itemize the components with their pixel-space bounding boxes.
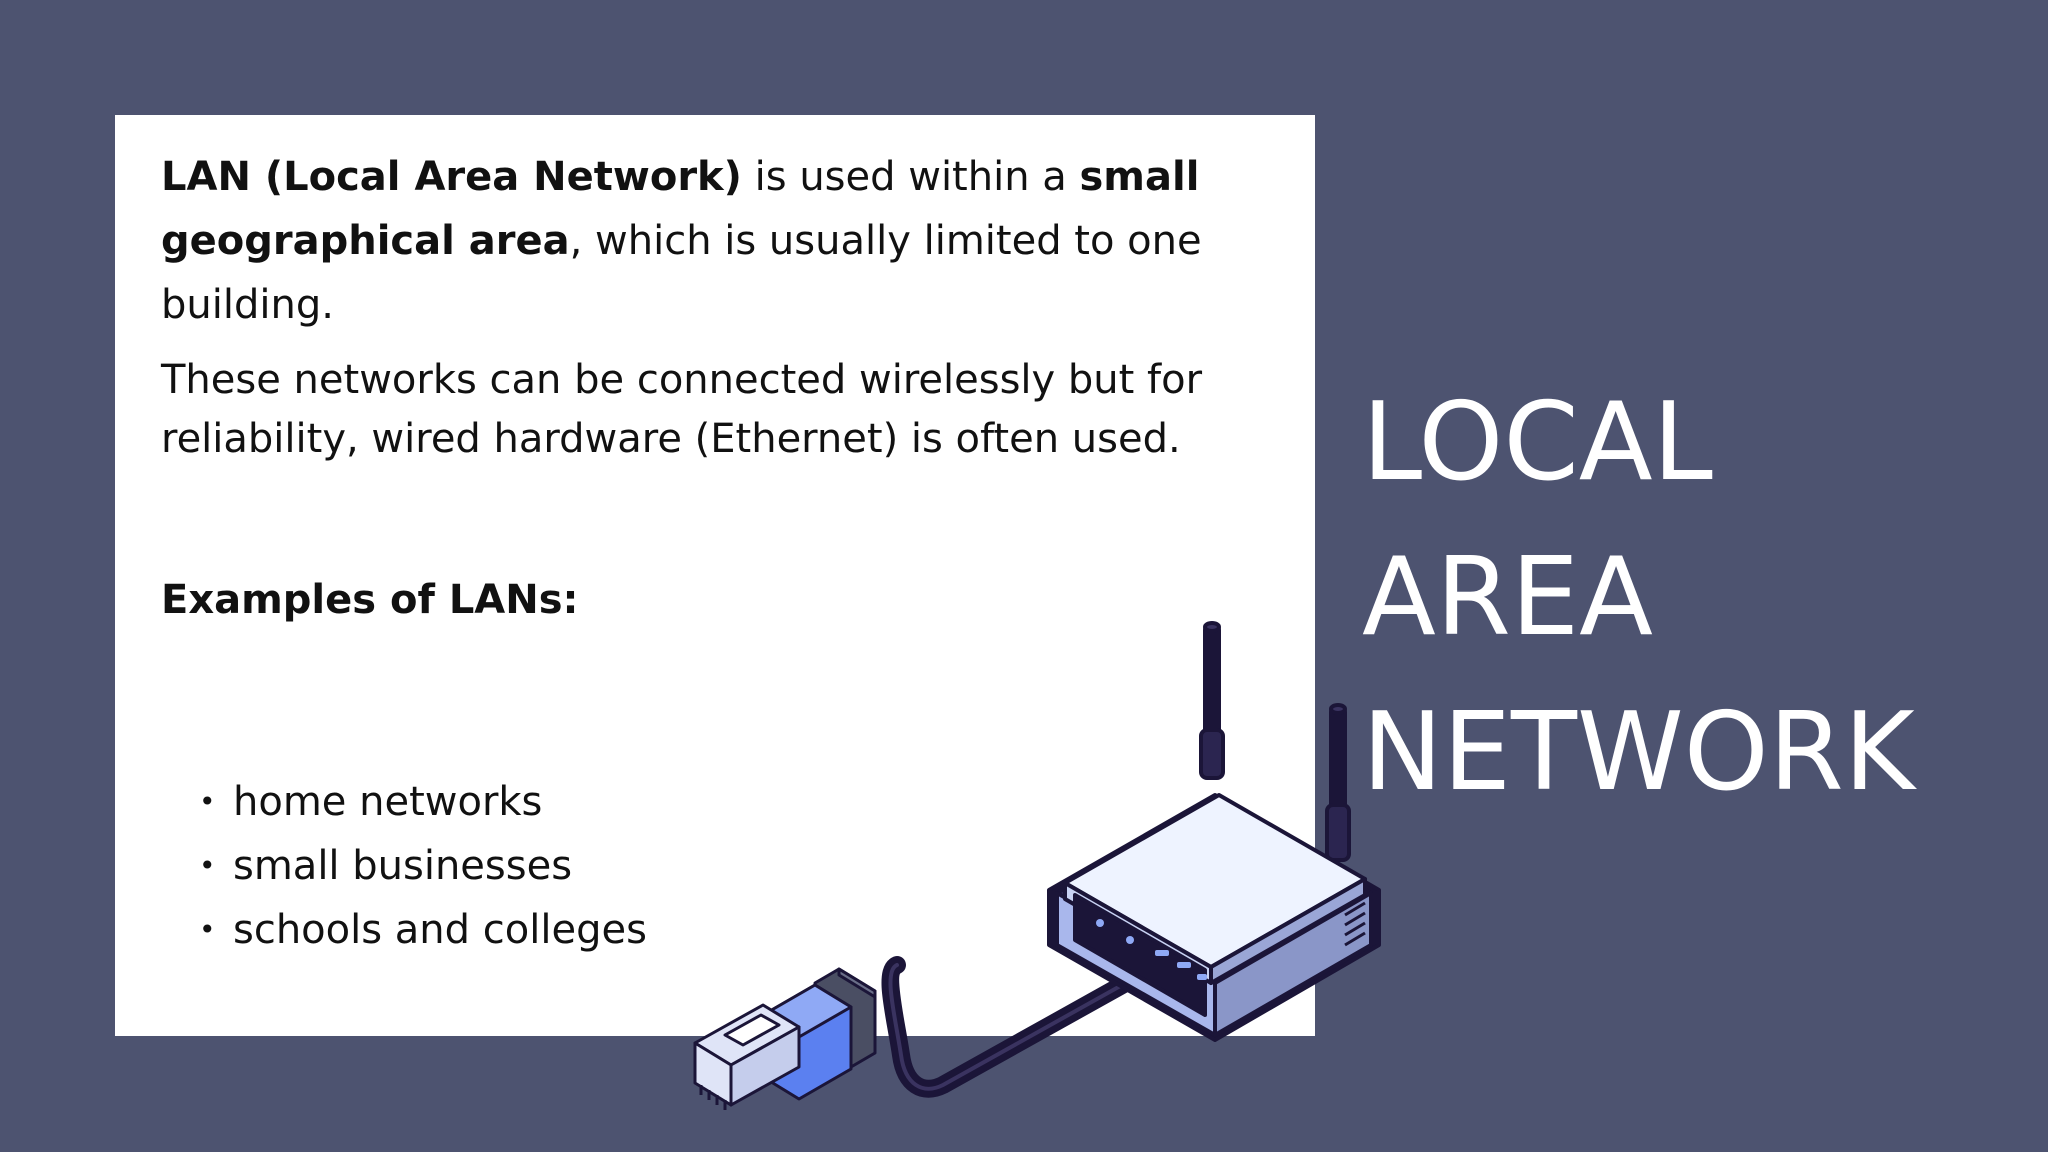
list-item-label: schools and colleges (233, 907, 647, 953)
rj45-connector-icon (693, 967, 877, 1110)
examples-list: • home networks • small businesses • school… (161, 770, 647, 962)
definition-text-b: , which is usually limited to one buildi… (161, 218, 1202, 328)
term-small-area: small geographical area (161, 154, 1200, 264)
antenna-icon (1199, 621, 1225, 780)
bullet-icon: • (199, 913, 216, 946)
list-item-label: home networks (233, 779, 543, 825)
port-lights (1096, 919, 1207, 980)
connection-paragraph: These networks can be connected wireless… (161, 357, 1203, 462)
list-item: • home networks (161, 770, 647, 834)
router-illustration (693, 621, 1381, 1110)
term-lan: LAN (Local Area Network) (161, 154, 742, 200)
list-item-label: small businesses (233, 843, 573, 889)
title-line-2: NETWORK (1362, 690, 1915, 815)
title-line-1: LOCAL AREA (1362, 380, 1713, 660)
definition-text-a: is used within a (741, 154, 1080, 200)
bullet-icon: • (199, 785, 216, 818)
bullet-icon: • (199, 849, 216, 882)
slide-title: LOCAL AREA NETWORK (1362, 365, 2012, 830)
text-block: LAN (Local Area Network) is used within … (161, 145, 1251, 469)
examples-heading: Examples of LANs: (161, 577, 579, 623)
lan-definition-paragraph: LAN (Local Area Network) is used within … (161, 145, 1251, 337)
list-item: • schools and colleges (161, 898, 647, 962)
vent-lines (1344, 901, 1366, 947)
content-card: LAN (Local Area Network) is used within … (115, 115, 1381, 1110)
list-item: • small businesses (161, 834, 647, 898)
antenna-icon (1325, 703, 1351, 862)
wifi-router-icon (1047, 621, 1381, 1042)
ethernet-cable-icon (881, 956, 1149, 1098)
